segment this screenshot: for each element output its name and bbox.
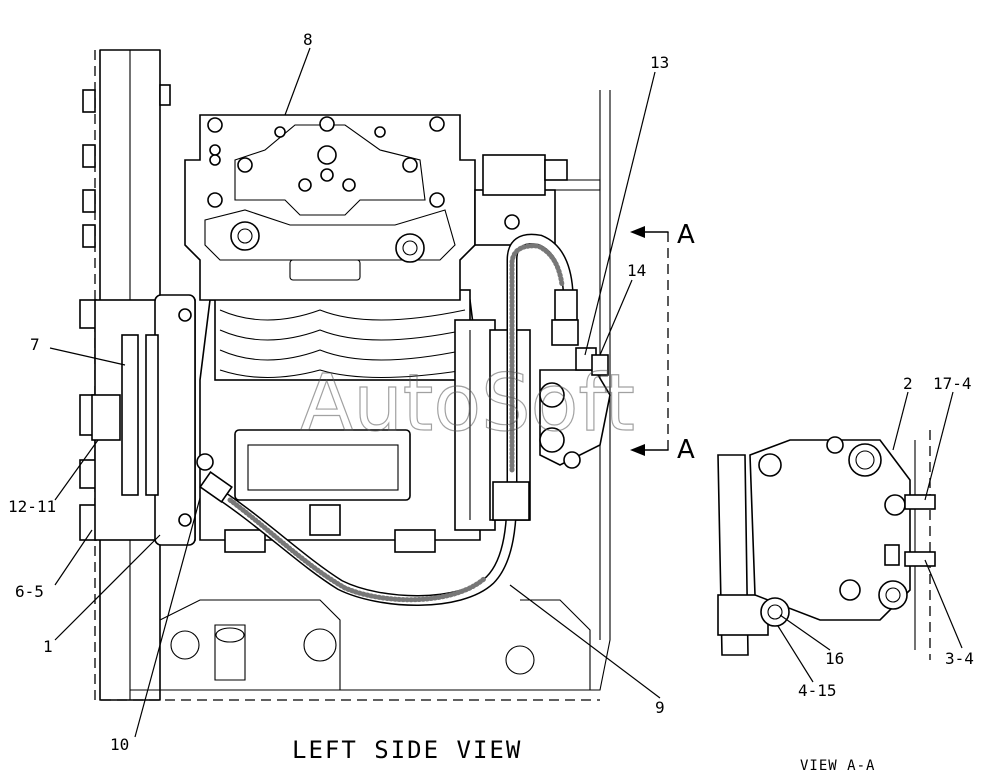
governor-block bbox=[474, 154, 601, 246]
callouts: 8 13 14 7 12-11 6-5 1 10 9 2 17-4 3-4 16… bbox=[8, 30, 974, 754]
watermark: AutoSoft bbox=[300, 359, 635, 449]
leader-lines bbox=[49, 47, 963, 738]
callout-7: 7 bbox=[30, 335, 40, 354]
drive-gear bbox=[91, 294, 196, 546]
cylinder-head bbox=[184, 114, 476, 301]
main-view-label: LEFT SIDE VIEW bbox=[292, 736, 522, 764]
section-cut-a: A A bbox=[630, 220, 695, 465]
callout-8: 8 bbox=[303, 30, 313, 49]
callout-9: 9 bbox=[655, 698, 665, 717]
fitting-assembly bbox=[539, 347, 611, 469]
hose-assembly bbox=[196, 233, 579, 606]
callout-12-11: 12-11 bbox=[8, 497, 56, 516]
detail-view-a-a bbox=[717, 430, 936, 660]
detail-view-label: VIEW A-A bbox=[800, 758, 875, 774]
callout-17-4: 17-4 bbox=[933, 374, 972, 393]
callout-10: 10 bbox=[110, 735, 129, 754]
section-marker-bottom: A bbox=[677, 435, 695, 465]
callout-3-4: 3-4 bbox=[945, 649, 974, 668]
callout-6-5: 6-5 bbox=[15, 582, 44, 601]
callout-2: 2 bbox=[903, 374, 913, 393]
callout-16: 16 bbox=[825, 649, 844, 668]
section-marker-top: A bbox=[677, 220, 695, 250]
callout-4-15: 4-15 bbox=[798, 681, 837, 700]
callout-14: 14 bbox=[627, 261, 646, 280]
callout-13: 13 bbox=[650, 53, 669, 72]
callout-1: 1 bbox=[43, 637, 53, 656]
